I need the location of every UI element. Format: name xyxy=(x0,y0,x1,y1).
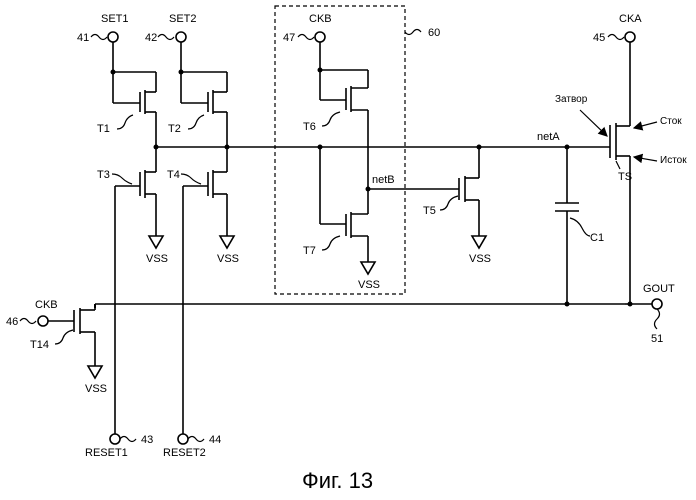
t4-label: T4 xyxy=(167,169,180,181)
figure-caption: Фиг. 13 xyxy=(302,468,373,493)
t14-transistor: CKB 46 T14 VSS xyxy=(6,299,107,395)
vss-label-3: VSS xyxy=(358,279,380,291)
vss-symbol xyxy=(361,262,375,274)
vss-label-2: VSS xyxy=(217,253,239,265)
ckb-bottom-ref: 46 xyxy=(6,316,18,328)
vss-symbol xyxy=(220,236,234,248)
set1-ref: 41 xyxy=(77,32,89,44)
vss-label-1: VSS xyxy=(146,253,168,265)
set2-terminal xyxy=(176,32,186,42)
ts-transistor: CKA 45 TS Затвор Сток Исток xyxy=(555,13,687,307)
cka-label: CKA xyxy=(619,13,642,25)
t7-label: T7 xyxy=(303,245,316,257)
ts-gate-label: Затвор xyxy=(555,94,588,105)
set2-branch: SET2 42 T2 T4 VSS xyxy=(145,13,239,434)
ts-drain-label: Сток xyxy=(660,116,682,127)
reset2-terminal xyxy=(178,434,188,444)
reset2-label: RESET2 xyxy=(163,447,206,459)
t5-transistor: T5 VSS xyxy=(423,145,491,266)
neta-label: netA xyxy=(537,131,560,143)
set2-ref: 42 xyxy=(145,32,157,44)
t5-label: T5 xyxy=(423,205,436,217)
ckb-bottom-label: CKB xyxy=(35,299,58,311)
t6-label: T6 xyxy=(303,121,316,133)
reset2-ref: 44 xyxy=(209,434,221,446)
cka-terminal xyxy=(625,32,635,42)
ts-label: TS xyxy=(618,171,632,183)
netb-label: netB xyxy=(372,174,395,186)
ckb-bottom-terminal xyxy=(38,316,48,326)
reset1-ref: 43 xyxy=(141,434,153,446)
gout-terminal xyxy=(652,299,662,309)
ts-source-label: Исток xyxy=(660,155,687,166)
reset-terminals: RESET1 43 RESET2 44 xyxy=(85,434,221,459)
c1-capacitor: C1 xyxy=(555,145,604,307)
t3-label: T3 xyxy=(97,169,110,181)
c1-label: C1 xyxy=(590,232,604,244)
vss-label-4: VSS xyxy=(469,253,491,265)
set1-label: SET1 xyxy=(101,13,129,25)
reset1-terminal xyxy=(110,434,120,444)
gout-ref: 51 xyxy=(651,333,663,345)
block-60-ref: 60 xyxy=(428,27,440,39)
t1-label: T1 xyxy=(97,123,110,135)
vss-symbol xyxy=(149,236,163,248)
gout-label: GOUT xyxy=(643,283,675,295)
t2-label: T2 xyxy=(168,123,181,135)
reset1-label: RESET1 xyxy=(85,447,128,459)
vss-symbol xyxy=(88,366,102,378)
t14-label: T14 xyxy=(30,339,49,351)
cka-ref: 45 xyxy=(593,32,605,44)
set2-label: SET2 xyxy=(169,13,197,25)
block-60-outline xyxy=(275,6,405,294)
block-60: 60 CKB 47 T6 T7 VSS xyxy=(275,6,440,294)
set1-terminal xyxy=(108,32,118,42)
vss-label-5: VSS xyxy=(85,383,107,395)
vss-symbol xyxy=(472,236,486,248)
ckb-top-terminal xyxy=(315,32,325,42)
ckb-top-label: CKB xyxy=(309,13,332,25)
ckb-top-ref: 47 xyxy=(283,32,295,44)
